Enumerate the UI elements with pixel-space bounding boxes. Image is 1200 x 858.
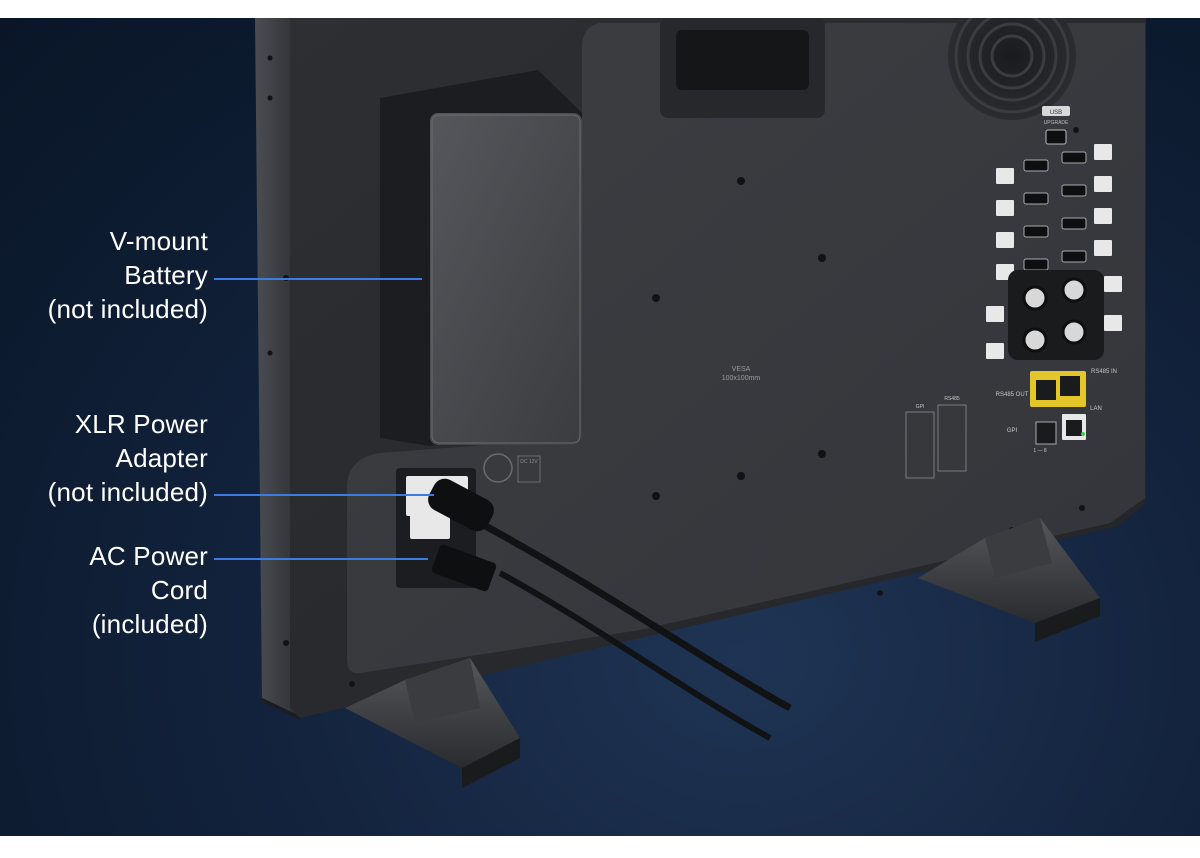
right-stand (918, 518, 1100, 642)
gpi-pin-range: 1 — 8 (1033, 448, 1047, 454)
ac-callout-line-1: AC Power (89, 541, 208, 571)
xlr-leader-line (214, 494, 434, 496)
gpi-port-label: GPI (1007, 428, 1018, 434)
rs485-out-label: RS485 OUT (996, 392, 1029, 398)
battery-callout-line-2: Battery (124, 260, 208, 290)
carry-handle (660, 18, 825, 118)
vesa-label: VESA (732, 366, 751, 373)
xlr-callout-line-2: Adapter (115, 443, 208, 473)
xlr-callout: XLR Power Adapter (not included) (8, 407, 208, 509)
rs485-in-label: RS485 IN (1091, 369, 1117, 375)
v-mount-battery (380, 70, 582, 446)
left-stand (345, 658, 520, 788)
power-cables (428, 478, 792, 741)
io-port-cluster: USB UPGRADE (905, 106, 1122, 479)
xlr-callout-line-3: (not included) (47, 477, 208, 507)
ac-callout-line-2: Cord (150, 575, 208, 605)
ac-leader-line (214, 558, 428, 560)
lan-label: LAN (1090, 406, 1102, 412)
ac-callout-line-3: (included) (91, 609, 208, 639)
fan-grille (948, 18, 1076, 120)
ac-callout: AC Power Cord (included) (8, 539, 208, 641)
monitor-side-frame (255, 18, 300, 720)
monitor-rear-illustration: VESA 100x100mm DC 12V (255, 18, 1146, 788)
xlr-callout-line-1: XLR Power (74, 409, 208, 439)
gpi-table-label: GPI (916, 404, 925, 410)
product-scene: VESA 100x100mm DC 12V (0, 18, 1200, 836)
battery-callout-line-1: V-mount (109, 226, 208, 256)
battery-callout: V-mount Battery (not included) (8, 224, 208, 326)
battery-callout-line-3: (not included) (47, 294, 208, 324)
dc-label: DC 12V (520, 459, 538, 465)
rs485-table-label: RS485 (944, 396, 960, 402)
vesa-size-label: 100x100mm (722, 375, 761, 382)
usb-upgrade-label: UPGRADE (1044, 120, 1069, 126)
battery-leader-line (214, 278, 422, 280)
usb-label: USB (1050, 110, 1062, 116)
